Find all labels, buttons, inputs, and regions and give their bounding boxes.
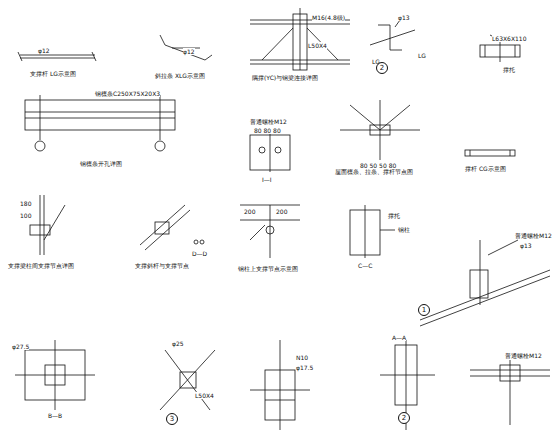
drawing-label: 支撑杆 LG示意图 — [30, 70, 76, 77]
drawing-label: 隅撑(YC)与钢梁连接详图 — [252, 74, 318, 81]
callout-number: 2 — [402, 414, 406, 422]
drawing-label: φ13 — [398, 14, 410, 21]
drawing-label: C—C — [358, 262, 372, 269]
drawing-label: φ25 — [172, 340, 184, 347]
callout-circle: 3 — [166, 413, 178, 425]
drawing-label: N10 — [296, 354, 308, 361]
drawing-label: φ12 — [38, 47, 50, 54]
drawing-label: 普通螺栓M12 — [250, 118, 287, 125]
drawing-label: A—A — [392, 334, 406, 341]
drawing-label: 80 50 50 80 — [360, 162, 396, 169]
callout-circle: 1 — [418, 304, 430, 316]
drawing-label: D—D — [192, 250, 207, 257]
drawing-label: 200 — [244, 208, 255, 215]
drawing-label: L63X6X110 — [492, 35, 526, 42]
drawing-label: 斜拉条 XLG示意图 — [155, 72, 205, 79]
drawing-label: 支撑梁柱间支撑节点详图 — [8, 262, 74, 269]
drawing-label: 100 — [20, 212, 31, 219]
drawing-label: φ13 — [520, 242, 532, 249]
drawing-label: 180 — [20, 200, 31, 207]
drawing-label: 80 80 80 — [254, 127, 281, 134]
drawing-label: 屋面檩条、拉条、撑杆节点图 — [335, 168, 413, 175]
drawing-label: 撑托 — [503, 66, 515, 73]
drawing-label: φ27.5 — [12, 343, 29, 350]
drawing-label: LG — [418, 52, 426, 59]
drawing-label: L50X4 — [195, 392, 214, 399]
drawing-label: 普通螺栓M12 — [505, 352, 542, 359]
drawing-label: 撑杆 CG示意图 — [465, 165, 506, 172]
drawing-label: B—B — [48, 412, 62, 419]
drawing-label: I—I — [262, 176, 272, 183]
callout-circle: 2 — [376, 62, 388, 74]
callout-number: 1 — [422, 306, 426, 314]
drawing-label: 普通螺栓M12 — [515, 232, 552, 239]
drawing-label: 撑托 — [388, 212, 400, 219]
drawing-label: L50X4 — [308, 42, 327, 49]
callout-circle: 2 — [398, 412, 410, 424]
drawing-label: φ12 — [183, 48, 195, 55]
drawing-label: 支撑斜杆与支撑节点 — [135, 262, 189, 269]
drawing-label: 钢檩条C250X75X20X3 — [95, 90, 160, 97]
drawing-label: 钢柱 — [398, 226, 410, 233]
callout-number: 3 — [170, 415, 174, 423]
drawing-label: φ17.5 — [296, 364, 313, 371]
drawing-label: 钢檩条开孔详图 — [80, 160, 122, 167]
drawing-label: 200 — [276, 208, 287, 215]
callout-number: 2 — [380, 64, 384, 72]
drawing-label: M16(4.8级) — [312, 14, 345, 21]
drawing-label: 钢柱上支撑节点示意图 — [238, 265, 298, 272]
